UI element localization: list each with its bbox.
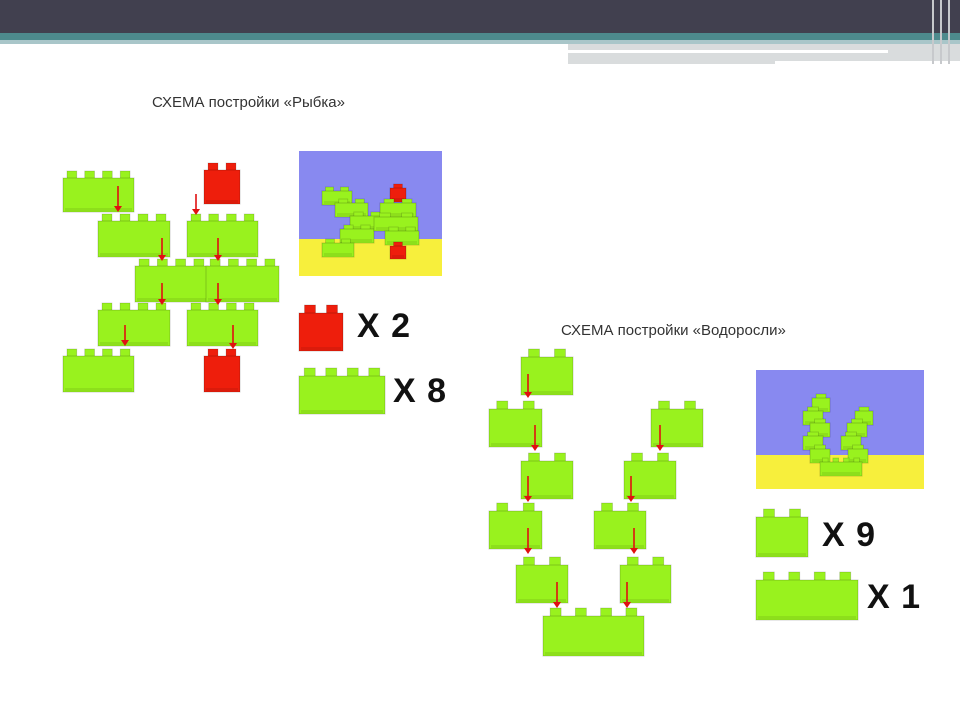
green-brick (593, 502, 647, 550)
fish-scheme-title: СХЕМА постройки «Рыбка» (152, 94, 345, 111)
assembly-arrow (158, 283, 166, 305)
green-brick (542, 607, 645, 657)
red-brick (298, 304, 344, 352)
white-accent-line-2 (775, 61, 960, 64)
assembly-arrow (524, 476, 532, 502)
green-brick (339, 224, 375, 244)
green-brick (97, 302, 171, 347)
green-brick (134, 258, 209, 303)
green-brick (488, 502, 543, 550)
assembly-arrow (630, 528, 638, 554)
corner-stripe (948, 0, 950, 64)
green-brick (819, 457, 863, 477)
red-brick (203, 162, 241, 205)
assembly-arrow (214, 238, 222, 261)
algae-scheme-title: СХЕМА постройки «Водоросли» (561, 322, 786, 339)
fish-preview-sand (299, 239, 442, 276)
assembly-arrow (623, 582, 631, 608)
green-brick (97, 213, 171, 258)
green-brick (62, 348, 135, 393)
green-brick (623, 452, 677, 500)
assembly-arrow (114, 186, 122, 212)
assembly-arrow (656, 425, 664, 451)
red-brick (389, 241, 407, 260)
assembly-arrow (524, 374, 532, 398)
gray-accent-bar (568, 44, 960, 64)
red-brick (203, 348, 241, 393)
corner-stripe (940, 0, 942, 64)
green-brick (520, 452, 574, 500)
red-brick (389, 183, 407, 203)
green-brick (488, 400, 543, 448)
assembly-arrow (531, 425, 539, 451)
green-brick (650, 400, 704, 448)
green-brick (811, 393, 831, 413)
assembly-arrow (524, 528, 532, 554)
green-brick (205, 258, 280, 303)
assembly-arrow (229, 325, 237, 349)
green-brick (321, 238, 355, 258)
algae-preview-sky (756, 370, 924, 455)
green-brick (755, 508, 809, 558)
slide-top-bar (0, 0, 960, 33)
green-brick (298, 367, 386, 415)
assembly-arrow (192, 194, 200, 215)
green-brick (755, 571, 859, 621)
assembly-arrow (553, 582, 561, 608)
fish-red-count: X 2 (357, 307, 412, 345)
assembly-arrow (121, 325, 129, 346)
green-brick (186, 213, 259, 258)
corner-stripe (932, 0, 934, 64)
teal-accent-bar (0, 33, 960, 40)
fish-green-count: X 8 (393, 372, 448, 410)
assembly-arrow (158, 238, 166, 261)
white-accent-line (568, 50, 888, 53)
light-accent-bar (0, 40, 960, 44)
green-brick (520, 348, 574, 396)
green-brick (62, 170, 135, 213)
green-brick (186, 302, 259, 347)
assembly-arrow (627, 476, 635, 502)
algae-small-count: X 9 (822, 516, 877, 554)
algae-large-count: X 1 (867, 578, 922, 616)
assembly-arrow (214, 283, 222, 305)
green-brick (515, 556, 569, 604)
green-brick (619, 556, 672, 604)
